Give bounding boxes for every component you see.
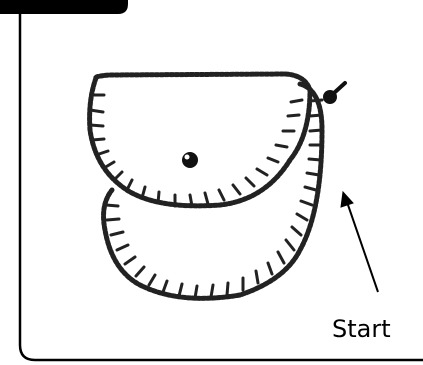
frame-border	[20, 14, 423, 360]
knot-icon	[323, 83, 345, 104]
snap-button-icon	[182, 152, 198, 168]
flap-outline	[90, 74, 310, 206]
header-tab	[0, 0, 128, 14]
start-label: Start	[332, 315, 391, 343]
arrow-icon	[341, 192, 378, 292]
